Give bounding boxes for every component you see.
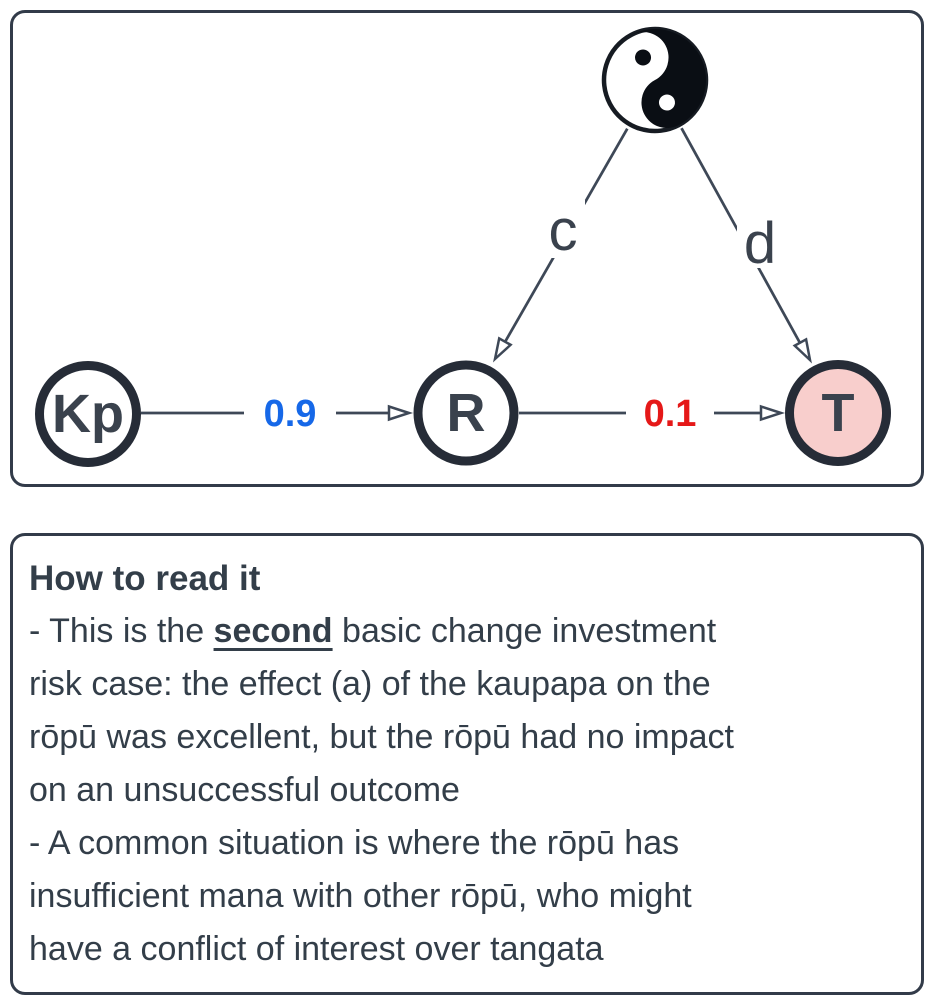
arrowhead-kp-r: [387, 404, 414, 422]
edge-label-bg: [737, 204, 783, 268]
yin-yang-icon: [601, 26, 709, 134]
notes-content: How to read it - This is the second basi…: [13, 536, 921, 976]
notes-text-segment: have a conflict of interest over tangata: [29, 930, 604, 968]
edge-label-bg: [244, 390, 336, 434]
node-r: R: [413, 360, 519, 466]
notes-line: - This is the second basic change invest…: [29, 605, 907, 658]
node-t-label: T: [822, 383, 855, 443]
notes-heading: How to read it: [29, 559, 261, 598]
node-kp: Kp: [35, 361, 141, 467]
node-t: T: [785, 360, 891, 466]
edge-label-bg: [626, 390, 714, 434]
edge-label-r-t: 0.1: [644, 393, 697, 435]
notes-line: insufficient mana with other rōpū, who m…: [29, 870, 907, 923]
notes-line: risk case: the effect (a) of the kaupapa…: [29, 658, 907, 711]
edge-label-c: c: [549, 198, 578, 263]
arrowhead-yinyang-t: [792, 337, 812, 364]
diagram-panel: 0.9 0.1 c d Kp R: [10, 10, 924, 487]
node-kp-label: Kp: [52, 384, 124, 444]
notes-line: have a conflict of interest over tangata: [29, 923, 907, 976]
notes-line: on an unsuccessful outcome: [29, 764, 907, 817]
causal-diagram: 0.9 0.1 c d Kp R: [35, 26, 891, 467]
notes-text-segment: insufficient mana with other rōpū, who m…: [29, 877, 692, 915]
notes-text-segment: - A common situation is where the rōpū h…: [29, 824, 680, 862]
arrowhead-r-t: [759, 404, 786, 422]
notes-text-segment: risk case: the effect (a) of the kaupapa…: [29, 665, 711, 703]
notes-line: - A common situation is where the rōpū h…: [29, 817, 907, 870]
arrowhead-yinyang-r: [493, 336, 513, 363]
edge-label-bg: [541, 200, 585, 258]
node-r-label: R: [447, 383, 486, 443]
notes-text-segment: basic change investment: [332, 612, 717, 650]
notes-text-segment: - This is the: [29, 612, 214, 650]
notes-body: - This is the second basic change invest…: [29, 605, 907, 976]
notes-panel: How to read it - This is the second basi…: [10, 533, 924, 995]
edge-label-kp-r: 0.9: [264, 393, 317, 435]
notes-text-segment: rōpū was excellent, but the rōpū had no …: [29, 718, 734, 756]
notes-text-segment: second: [213, 612, 333, 650]
notes-text-segment: on an unsuccessful outcome: [29, 771, 460, 809]
notes-line: rōpū was excellent, but the rōpū had no …: [29, 711, 907, 764]
edge-label-d: d: [744, 211, 776, 276]
